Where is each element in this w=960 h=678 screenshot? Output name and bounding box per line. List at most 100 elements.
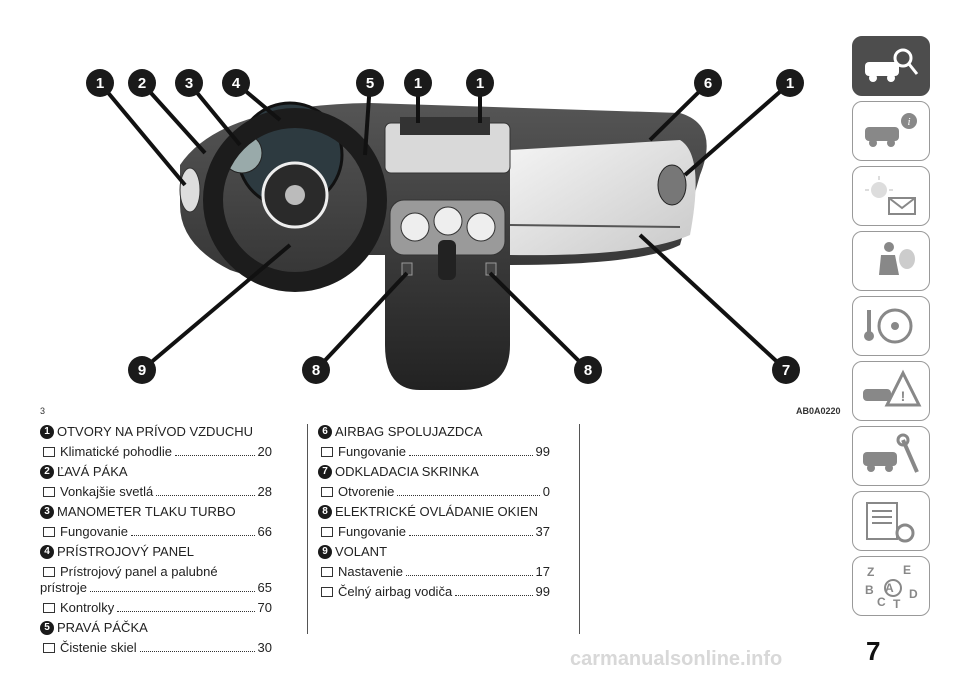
- chapter-tab[interactable]: [852, 36, 930, 96]
- section-number-badge: 8: [318, 505, 332, 519]
- callout-line-1d: [683, 81, 792, 177]
- leader-dots: [397, 495, 540, 496]
- top-callout-badge: [356, 69, 384, 97]
- page-reference: 66: [257, 524, 272, 539]
- chapter-tab[interactable]: [852, 296, 930, 356]
- page-reference: 0: [542, 484, 550, 499]
- svg-text:E: E: [903, 563, 911, 577]
- page-number: 7: [866, 636, 881, 666]
- column-divider: [579, 424, 580, 634]
- top-callout-number: 1: [476, 75, 484, 92]
- figure-code: AB0A0220: [796, 406, 841, 416]
- page-reference: 70: [257, 600, 272, 615]
- climate-knob-right: [466, 212, 496, 242]
- chapter-tab[interactable]: !: [852, 361, 930, 421]
- callout-line-8b: [488, 271, 590, 372]
- bullet-box-icon: [43, 447, 55, 457]
- car-warning-triangle-icon: !: [863, 369, 922, 407]
- bottom-callout-number: 8: [312, 362, 320, 379]
- entry-first-line: Prístrojový panel a palubné: [40, 564, 272, 580]
- top-callout-number: 3: [185, 75, 193, 92]
- bullet-box-icon: [321, 567, 333, 577]
- bullet-box-icon: [321, 447, 333, 457]
- section-title: ĽAVÁ PÁKA: [57, 464, 128, 479]
- page-reference: 65: [257, 580, 272, 595]
- page-reference: 28: [257, 484, 272, 499]
- chapter-tab[interactable]: [852, 231, 930, 291]
- chapter-tab[interactable]: [852, 491, 930, 551]
- top-callout-number: 6: [704, 75, 712, 92]
- top-callout-number: 1: [414, 75, 422, 92]
- bullet-box-icon: [321, 587, 333, 597]
- warning-light-envelope-icon: [865, 176, 916, 215]
- top-callout-number: 1: [96, 75, 104, 92]
- entry-label: Vonkajšie svetlá: [60, 484, 154, 499]
- top-callout-number: 4: [232, 75, 241, 92]
- page-reference: 17: [535, 564, 550, 579]
- top-callout-badge: [86, 69, 114, 97]
- car-info-icon: i: [865, 113, 917, 147]
- section-number-badge: 4: [40, 545, 54, 559]
- entry-second-line: prístroje 65: [40, 580, 272, 596]
- section-title: PRAVÁ PÁČKA: [57, 620, 148, 635]
- top-callout-badge: [222, 69, 250, 97]
- callout-line-1a: [98, 81, 187, 187]
- entry-label-line1: Prístrojový panel a palubné: [60, 564, 218, 579]
- watermark: carmanualsonline.info: [570, 648, 783, 670]
- section-number-badge: 6: [318, 425, 332, 439]
- section-number-badge: 3: [40, 505, 54, 519]
- chapter-tab[interactable]: i: [852, 101, 930, 161]
- bottom-callout-badge: [772, 356, 800, 384]
- top-callout-badge: [466, 69, 494, 97]
- top-callout-badge: [776, 69, 804, 97]
- section-number-badge: 7: [318, 465, 332, 479]
- leader-dots: [117, 611, 255, 612]
- entry-label: Kontrolky: [60, 600, 115, 615]
- car-wrench-icon: [863, 433, 919, 473]
- bottom-callout-number: 9: [138, 362, 146, 379]
- index-entry: Kontrolky 70: [40, 600, 272, 616]
- page-reference: 99: [535, 444, 550, 459]
- bullet-box-icon: [43, 603, 55, 613]
- callout-line-9: [140, 243, 292, 372]
- page-reference: 30: [257, 640, 272, 655]
- chapter-tab[interactable]: [852, 166, 930, 226]
- entry-label: prístroje: [40, 580, 87, 595]
- bullet-box-icon: [321, 487, 333, 497]
- svg-text:A: A: [885, 581, 894, 595]
- leader-dots: [406, 575, 533, 576]
- bottom-callout-badge: [574, 356, 602, 384]
- leader-dots: [408, 455, 533, 456]
- svg-text:C: C: [877, 595, 886, 609]
- bottom-callout-badge: [302, 356, 330, 384]
- top-callout-badge: [175, 69, 203, 97]
- section-title: ELEKTRICKÉ OVLÁDANIE OKIEN: [335, 504, 539, 519]
- leader-dots: [455, 595, 533, 596]
- section-title: AIRBAG SPOLUJAZDCA: [335, 424, 483, 439]
- entry-label: Klimatické pohodlie: [60, 444, 173, 459]
- section-title: ODKLADACIA SKRINKA: [335, 464, 479, 479]
- section-title: OTVORY NA PRÍVOD VZDUCHU: [57, 424, 253, 439]
- bullet-box-icon: [43, 487, 55, 497]
- bullet-box-icon: [43, 567, 55, 577]
- callout-line-8a: [314, 271, 409, 372]
- steering-logo: [285, 185, 305, 205]
- index-entry: Otvorenie 0: [318, 484, 550, 500]
- climate-knob-left: [400, 212, 430, 242]
- entry-label: Otvorenie: [338, 484, 395, 499]
- svg-text:i: i: [907, 116, 910, 128]
- chapter-tab[interactable]: [852, 426, 930, 486]
